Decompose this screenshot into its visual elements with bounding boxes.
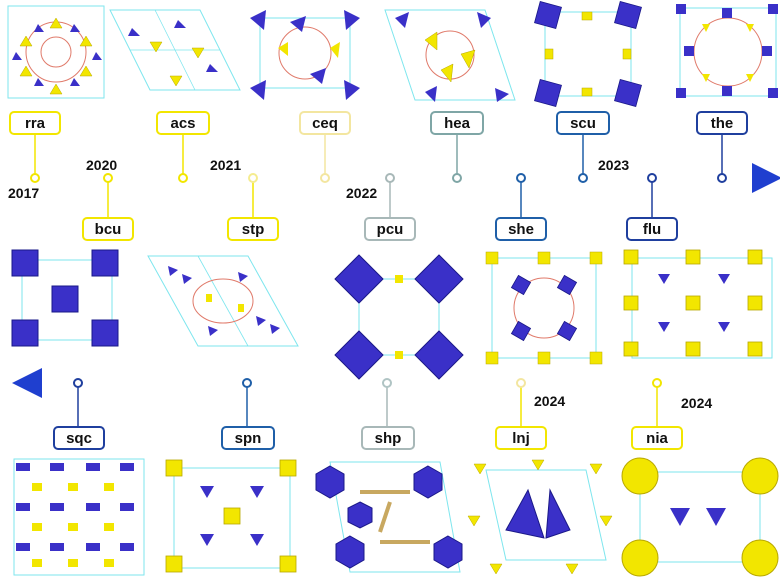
year-2022: 2022 (346, 185, 377, 201)
label-hea: hea (444, 115, 471, 132)
node-acs (178, 173, 188, 183)
label-spn: spn (235, 430, 262, 447)
year-2017: 2017 (8, 185, 39, 201)
node-the (717, 173, 727, 183)
node-ceq (320, 173, 330, 183)
year-2021: 2021 (210, 157, 241, 173)
structure-ceq (250, 10, 360, 100)
label-nia: nia (646, 430, 668, 447)
label-stp: stp (242, 221, 265, 238)
node-lnj (516, 378, 526, 388)
node-she (516, 173, 526, 183)
structure-nia (621, 457, 779, 577)
node-sqc (73, 378, 83, 388)
year-2024-b: 2024 (681, 395, 712, 411)
structure-lnj (467, 459, 613, 575)
label-shp: shp (375, 430, 402, 447)
structure-sqc (13, 458, 145, 576)
node-spn (242, 378, 252, 388)
structure-rra (7, 5, 105, 99)
timeline-top: rra acs ceq hea scu the bcu stp pcu she … (8, 111, 780, 241)
structure-she (485, 251, 603, 365)
label-flu: flu (643, 221, 661, 238)
label-bcu: bcu (95, 221, 122, 238)
structure-acs (109, 9, 241, 91)
label-lnj: lnj (512, 430, 530, 447)
structure-spn (165, 459, 297, 573)
year-2023: 2023 (598, 157, 629, 173)
node-hea (452, 173, 462, 183)
timeline-bottom: sqc spn shp lnj nia 2024 2024 (11, 368, 770, 450)
structure-pcu (334, 254, 464, 380)
structure-shp (315, 461, 463, 573)
node-rra (30, 173, 40, 183)
structure-flu (623, 249, 773, 359)
structure-hea (384, 9, 516, 102)
label-acs: acs (170, 115, 195, 132)
year-2020: 2020 (86, 157, 117, 173)
node-shp (382, 378, 392, 388)
node-nia (652, 378, 662, 388)
label-ceq: ceq (312, 115, 338, 132)
label-scu: scu (570, 115, 596, 132)
node-stp (248, 173, 258, 183)
structure-stp (147, 255, 299, 347)
node-scu (578, 173, 588, 183)
year-2024-a: 2024 (534, 393, 565, 409)
node-flu (647, 173, 657, 183)
label-sqc: sqc (66, 430, 92, 447)
label-she: she (508, 221, 534, 238)
structure-bcu (11, 249, 119, 347)
label-pcu: pcu (377, 221, 404, 238)
node-pcu (385, 173, 395, 183)
label-the: the (711, 115, 734, 132)
label-rra: rra (25, 115, 46, 132)
structure-scu (534, 1, 642, 107)
structure-the (676, 4, 778, 98)
node-bcu (103, 173, 113, 183)
